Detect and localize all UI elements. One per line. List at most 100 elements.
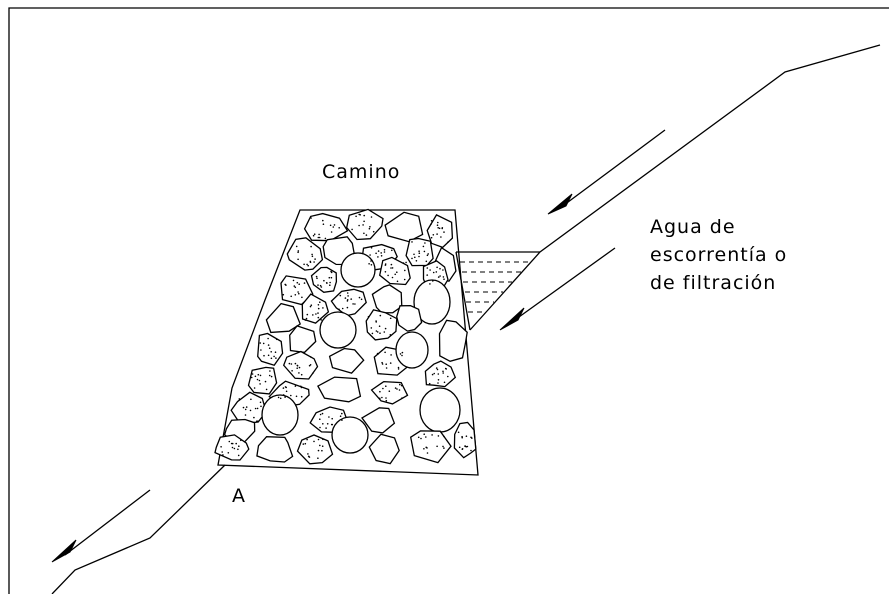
point-a-label: A bbox=[232, 485, 246, 507]
gravel-speck bbox=[315, 275, 318, 278]
gravel-speck bbox=[433, 372, 436, 375]
gravel-speck bbox=[379, 314, 382, 317]
gravel-speck bbox=[427, 253, 430, 255]
gravel-speck bbox=[317, 316, 320, 319]
gravel-speck bbox=[264, 380, 267, 383]
gravel-speck bbox=[426, 267, 429, 269]
gravel-speck bbox=[321, 412, 324, 415]
gravel-speck bbox=[313, 440, 315, 443]
gravel-speck bbox=[257, 420, 259, 423]
gravel-speck bbox=[368, 227, 371, 230]
gravel-speck bbox=[400, 384, 403, 387]
gravel-speck bbox=[285, 284, 287, 286]
gravel-speck bbox=[288, 362, 291, 365]
gravel-speck bbox=[296, 365, 299, 367]
gravel-speck bbox=[285, 390, 288, 393]
gravel-speck bbox=[249, 409, 252, 412]
gravel-speck bbox=[428, 382, 431, 385]
gravel-speck bbox=[346, 306, 349, 309]
gravel-speck bbox=[259, 374, 262, 377]
gravel-speck bbox=[461, 448, 464, 451]
gravel-speck bbox=[437, 379, 440, 381]
gravel-speck bbox=[260, 405, 262, 408]
gravel-speck bbox=[381, 363, 384, 365]
gravel-speck bbox=[367, 315, 370, 318]
gravel-speck bbox=[424, 242, 426, 244]
gravel-speck bbox=[293, 285, 296, 287]
gravel-speck bbox=[317, 307, 320, 310]
gravel-speck bbox=[330, 276, 333, 279]
gravel-speck bbox=[305, 317, 308, 320]
gravel-speck bbox=[439, 267, 441, 270]
stone bbox=[310, 266, 338, 293]
stone bbox=[286, 237, 324, 271]
gravel-speck bbox=[270, 357, 273, 360]
gravel-speck bbox=[397, 366, 400, 369]
gravel-speck bbox=[330, 423, 333, 426]
gravel-speck bbox=[221, 451, 223, 453]
gravel-speck bbox=[273, 355, 275, 358]
stone bbox=[257, 332, 284, 366]
gravel-speck bbox=[233, 447, 236, 450]
gravel-speck bbox=[313, 261, 315, 263]
gravel-speck bbox=[363, 214, 366, 217]
gravel-speck bbox=[379, 332, 381, 335]
gravel-speck bbox=[270, 375, 273, 378]
stone bbox=[405, 237, 434, 267]
gravel-speck bbox=[389, 317, 392, 320]
gravel-speck bbox=[328, 276, 331, 279]
gravel-speck bbox=[376, 352, 379, 355]
gravel-speck bbox=[465, 446, 468, 448]
gravel-speck bbox=[425, 436, 427, 438]
gravel-speck bbox=[309, 305, 312, 308]
gravel-speck bbox=[338, 227, 341, 229]
gravel-speck bbox=[245, 406, 248, 408]
gravel-speck bbox=[368, 263, 370, 265]
gravel-speck bbox=[411, 257, 413, 260]
gravel-speck bbox=[383, 249, 386, 251]
gravel-speck bbox=[423, 433, 426, 436]
gravel-speck bbox=[444, 367, 447, 370]
gravel-speck bbox=[254, 407, 257, 410]
gravel-speck bbox=[432, 271, 435, 274]
gravel-speck bbox=[319, 444, 321, 447]
stone bbox=[265, 302, 302, 334]
gravel-speck bbox=[426, 274, 429, 276]
gravel-speck bbox=[398, 389, 401, 391]
gravel-speck bbox=[311, 255, 314, 258]
gravel-speck bbox=[430, 220, 433, 222]
gravel-speck bbox=[370, 216, 373, 218]
gravel-speck bbox=[310, 217, 312, 219]
stone bbox=[230, 391, 267, 425]
stone bbox=[419, 387, 461, 433]
stone bbox=[384, 211, 424, 243]
gravel-speck bbox=[396, 271, 398, 274]
gravel-speck bbox=[385, 399, 388, 402]
gravel-speck bbox=[413, 253, 415, 256]
gravel-speck bbox=[435, 271, 438, 273]
gravel-speck bbox=[466, 445, 469, 448]
gravel-speck bbox=[318, 236, 321, 239]
gravel-speck bbox=[426, 254, 429, 257]
gravel-speck bbox=[365, 234, 368, 236]
gravel-speck bbox=[316, 277, 318, 280]
stone bbox=[247, 366, 278, 395]
gravel-speck bbox=[443, 435, 445, 438]
gravel-speck bbox=[363, 220, 365, 223]
gravel-speck bbox=[425, 260, 428, 263]
gravel-speck bbox=[322, 219, 324, 222]
gravel-speck bbox=[387, 274, 389, 277]
gravel-speck bbox=[436, 233, 438, 235]
gravel-speck bbox=[297, 258, 299, 261]
gravel-speck bbox=[238, 445, 240, 448]
gravel-speck bbox=[465, 435, 468, 438]
stone bbox=[453, 421, 477, 459]
gravel-speck bbox=[326, 423, 329, 425]
gravel-speck bbox=[257, 373, 260, 376]
gravel-speck bbox=[294, 286, 297, 289]
gravel-speck bbox=[376, 331, 379, 333]
gravel-speck bbox=[458, 446, 461, 449]
gravel-speck bbox=[307, 455, 310, 458]
gravel-speck bbox=[391, 249, 393, 252]
stone bbox=[261, 394, 299, 436]
